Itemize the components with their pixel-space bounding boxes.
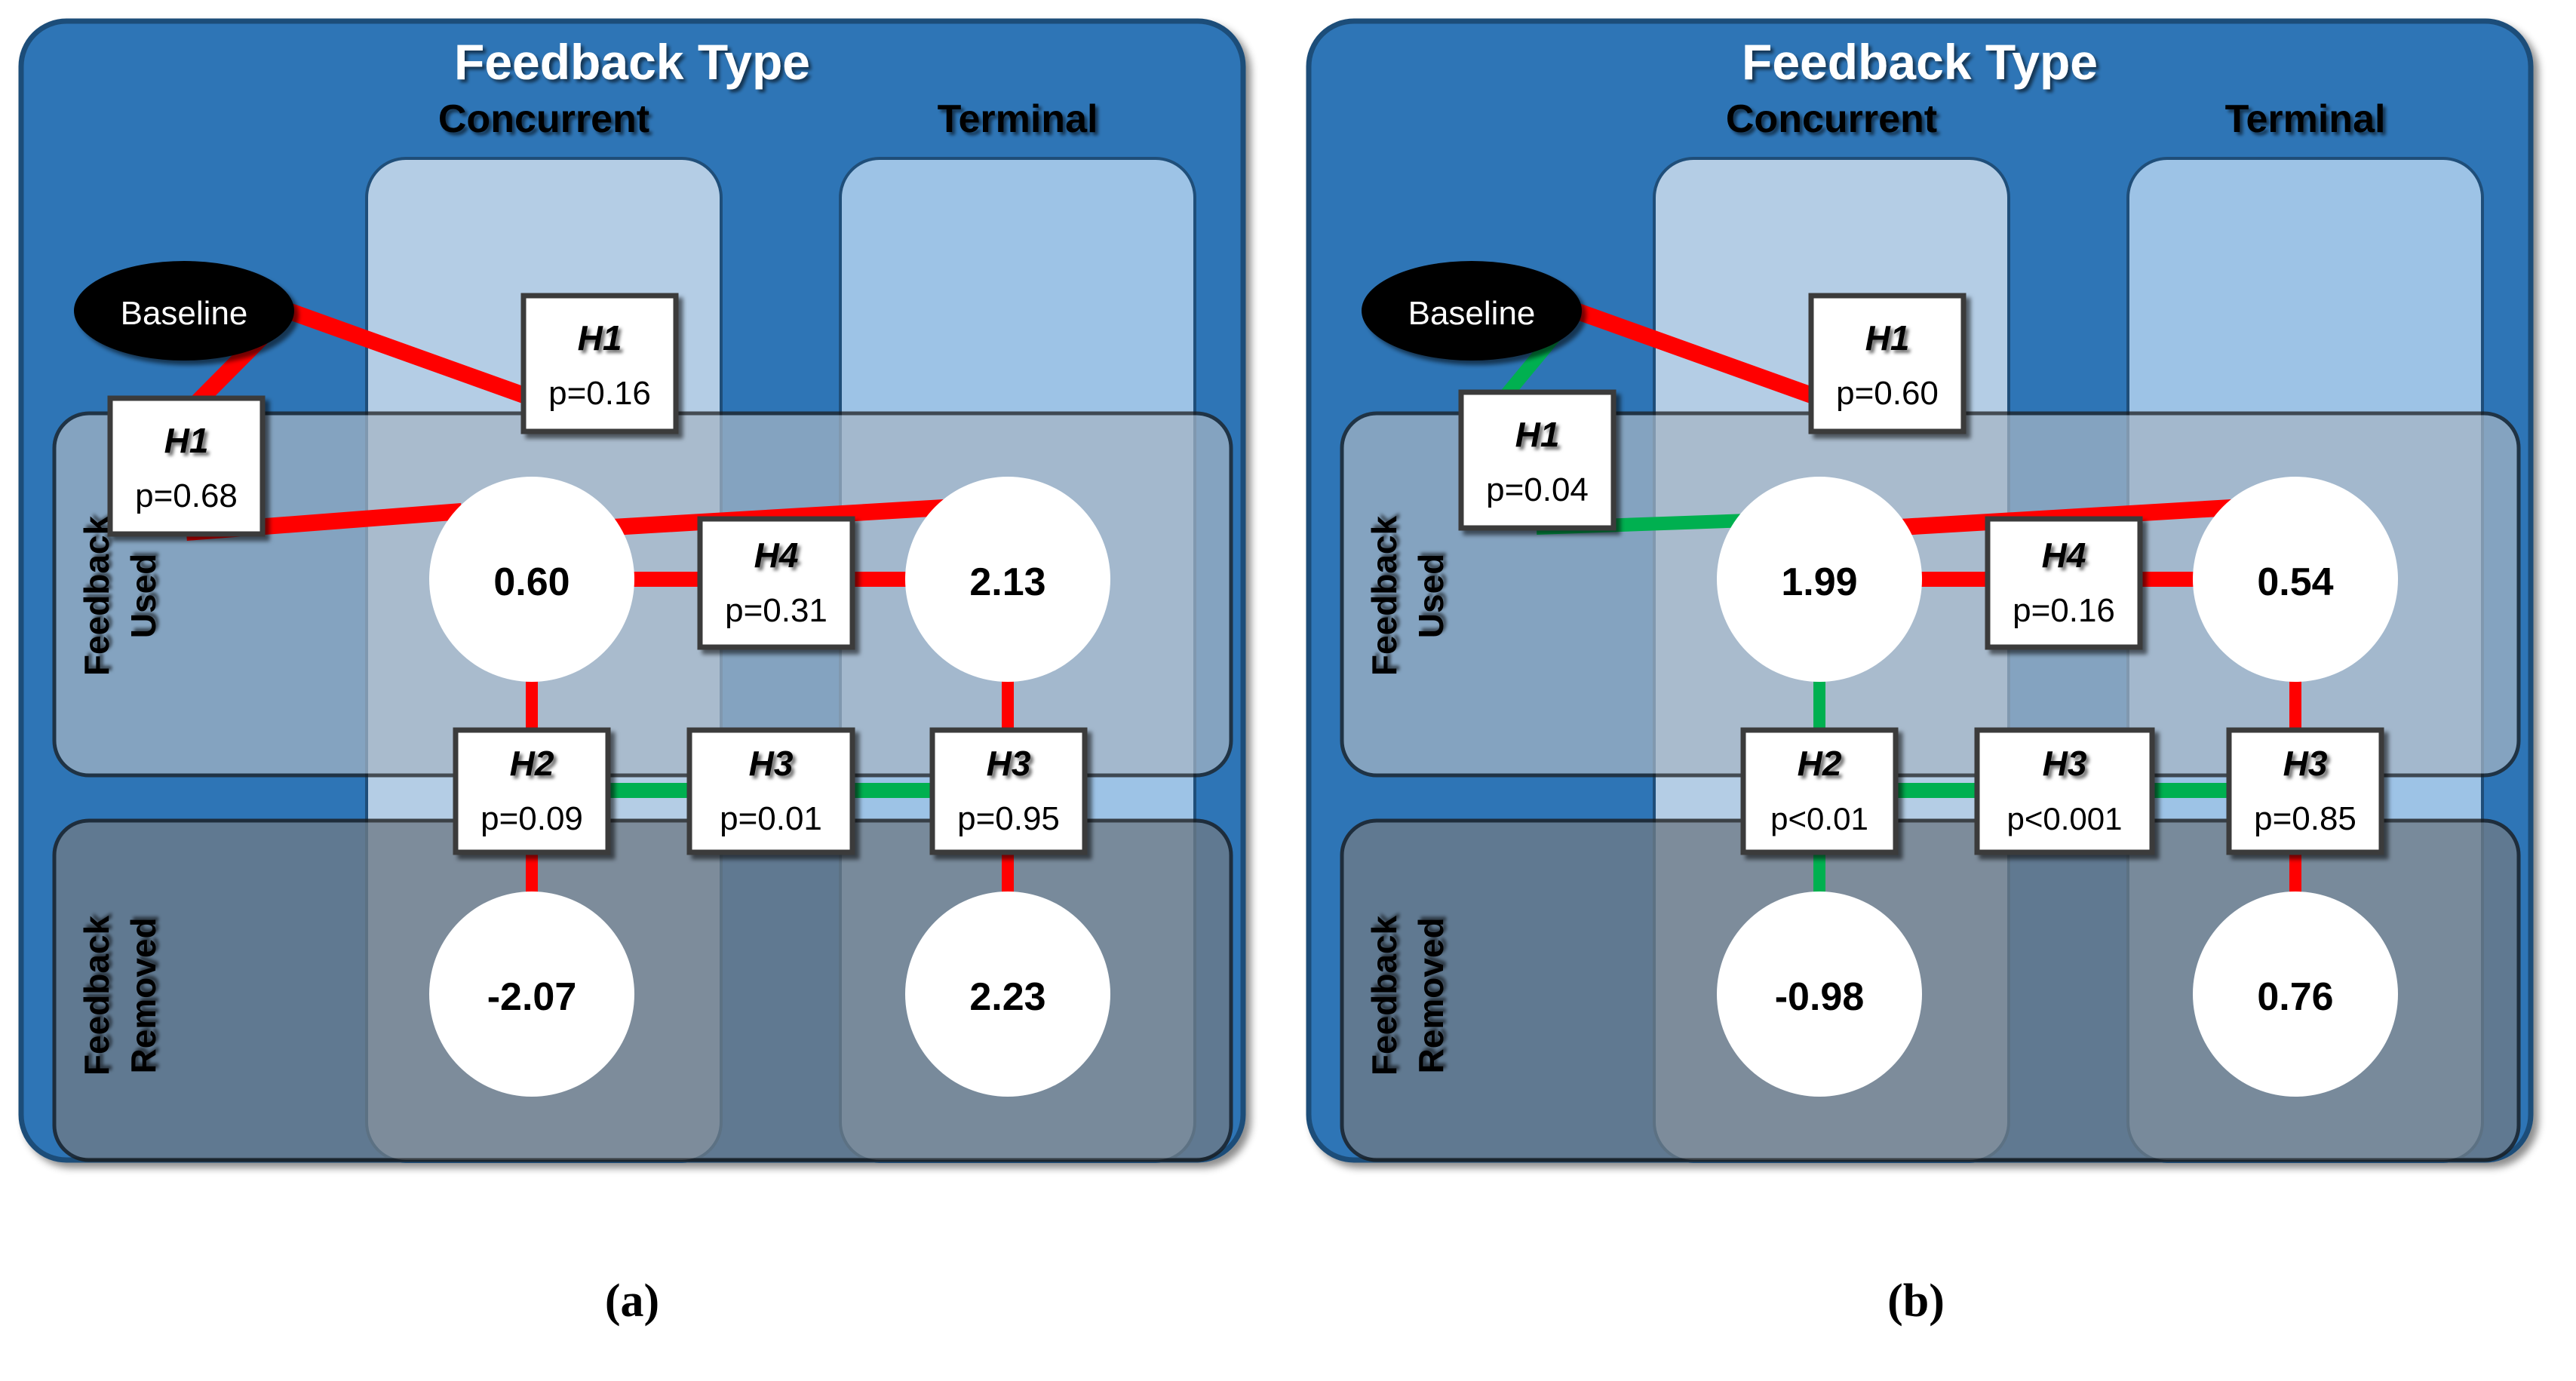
hypothesis-box-h3-terminal[interactable] — [2226, 727, 2384, 855]
hypothesis-box-h1-baseline-terminal[interactable] — [520, 293, 679, 434]
column-label-terminal: Terminal — [2225, 97, 2386, 141]
h1-baseline-terminal-label: H1 — [1865, 318, 1910, 358]
baseline-node[interactable] — [74, 261, 294, 361]
baseline-label: Baseline — [1408, 295, 1536, 332]
node-terminal-used[interactable] — [2193, 477, 2398, 682]
row-label-used-line1: Feedback — [1365, 515, 1404, 676]
node-concurrent-removed[interactable] — [1717, 892, 1922, 1097]
h1-baseline-terminal-pvalue: p=0.60 — [1836, 375, 1939, 412]
row-feedback-removed — [1340, 818, 2521, 1162]
node-concurrent-removed-value: -2.07 — [487, 975, 577, 1019]
row-label-removed-line1: Feedback — [1365, 915, 1404, 1076]
h2-label: H2 — [1798, 744, 1842, 783]
panel-b: Feedback Type Concurrent Terminal Feedba… — [1306, 18, 2534, 1163]
row-label-used-line2: Used — [124, 554, 163, 638]
hypothesis-box-h2[interactable] — [453, 727, 611, 855]
hypothesis-box-h1-baseline-concurrent[interactable] — [1458, 389, 1617, 531]
h4-label: H4 — [2042, 536, 2086, 575]
row-label-removed-line2: Removed — [124, 917, 163, 1073]
h1-baseline-terminal-label: H1 — [578, 318, 622, 358]
h3-terminal-label: H3 — [2283, 744, 2328, 783]
h4-pvalue: p=0.31 — [725, 592, 827, 629]
panel-a: Feedback Type Concurrent Terminal Feedba… — [18, 18, 1246, 1163]
node-terminal-removed[interactable] — [905, 892, 1110, 1097]
h3-terminal-pvalue: p=0.85 — [2254, 800, 2356, 837]
node-concurrent-used-value: 1.99 — [1781, 560, 1857, 604]
h3-terminal-pvalue: p=0.95 — [957, 800, 1060, 837]
node-terminal-removed[interactable] — [2193, 892, 2398, 1097]
node-terminal-used[interactable] — [905, 477, 1110, 682]
row-label-used-line1: Feedback — [77, 515, 116, 676]
hypothesis-box-h4[interactable] — [697, 516, 855, 650]
row-feedback-removed — [52, 818, 1233, 1162]
node-terminal-removed-value: 0.76 — [2257, 975, 2333, 1019]
h3-removed-row-label: H3 — [749, 744, 794, 783]
h3-terminal-label: H3 — [987, 744, 1031, 783]
h2-label: H2 — [510, 744, 554, 783]
h3-removed-row-pvalue: p<0.001 — [2007, 801, 2123, 836]
h4-label: H4 — [754, 536, 799, 575]
baseline-label: Baseline — [121, 295, 248, 332]
h2-pvalue: p<0.01 — [1770, 801, 1868, 836]
h3-removed-row-pvalue: p=0.01 — [720, 800, 822, 837]
h1-baseline-concurrent-pvalue: p=0.68 — [135, 477, 238, 514]
node-concurrent-removed[interactable] — [429, 892, 634, 1097]
row-label-used-line2: Used — [1411, 554, 1451, 638]
h1-baseline-terminal-pvalue: p=0.16 — [548, 375, 651, 412]
row-label-removed-line2: Removed — [1411, 917, 1451, 1073]
node-concurrent-removed-value: -0.98 — [1775, 975, 1865, 1019]
h1-baseline-concurrent-label: H1 — [1515, 415, 1560, 454]
panel-a-caption: (a) — [604, 1275, 660, 1327]
h4-pvalue: p=0.16 — [2013, 592, 2115, 629]
hypothesis-box-h1-baseline-concurrent[interactable] — [107, 395, 266, 537]
node-terminal-removed-value: 2.23 — [969, 975, 1045, 1019]
hypothesis-box-h1-baseline-terminal[interactable] — [1808, 293, 1967, 434]
panel-b-caption: (b) — [1887, 1275, 1945, 1327]
h3-removed-row-label: H3 — [2043, 744, 2087, 783]
hypothesis-box-h3-removed-row[interactable] — [686, 727, 855, 855]
row-label-removed-line1: Feedback — [77, 915, 116, 1076]
outer-title: Feedback Type — [454, 34, 810, 90]
column-label-concurrent: Concurrent — [438, 97, 649, 141]
column-label-terminal: Terminal — [938, 97, 1098, 141]
node-concurrent-used[interactable] — [1717, 477, 1922, 682]
h2-pvalue: p=0.09 — [481, 800, 583, 837]
hypothesis-box-h3-terminal[interactable] — [929, 727, 1088, 855]
hypothesis-box-h4[interactable] — [1985, 516, 2143, 650]
h1-baseline-concurrent-pvalue: p=0.04 — [1486, 471, 1589, 508]
node-concurrent-used-value: 0.60 — [493, 560, 570, 604]
hypothesis-box-h3-removed-row[interactable] — [1974, 727, 2155, 855]
baseline-node[interactable] — [1362, 261, 1582, 361]
node-concurrent-used[interactable] — [429, 477, 634, 682]
outer-title: Feedback Type — [1742, 34, 2098, 90]
column-label-concurrent: Concurrent — [1726, 97, 1937, 141]
h1-baseline-concurrent-label: H1 — [164, 421, 209, 460]
hypothesis-box-h2[interactable] — [1740, 727, 1899, 855]
node-terminal-used-value: 2.13 — [969, 560, 1045, 604]
node-terminal-used-value: 0.54 — [2257, 560, 2333, 604]
